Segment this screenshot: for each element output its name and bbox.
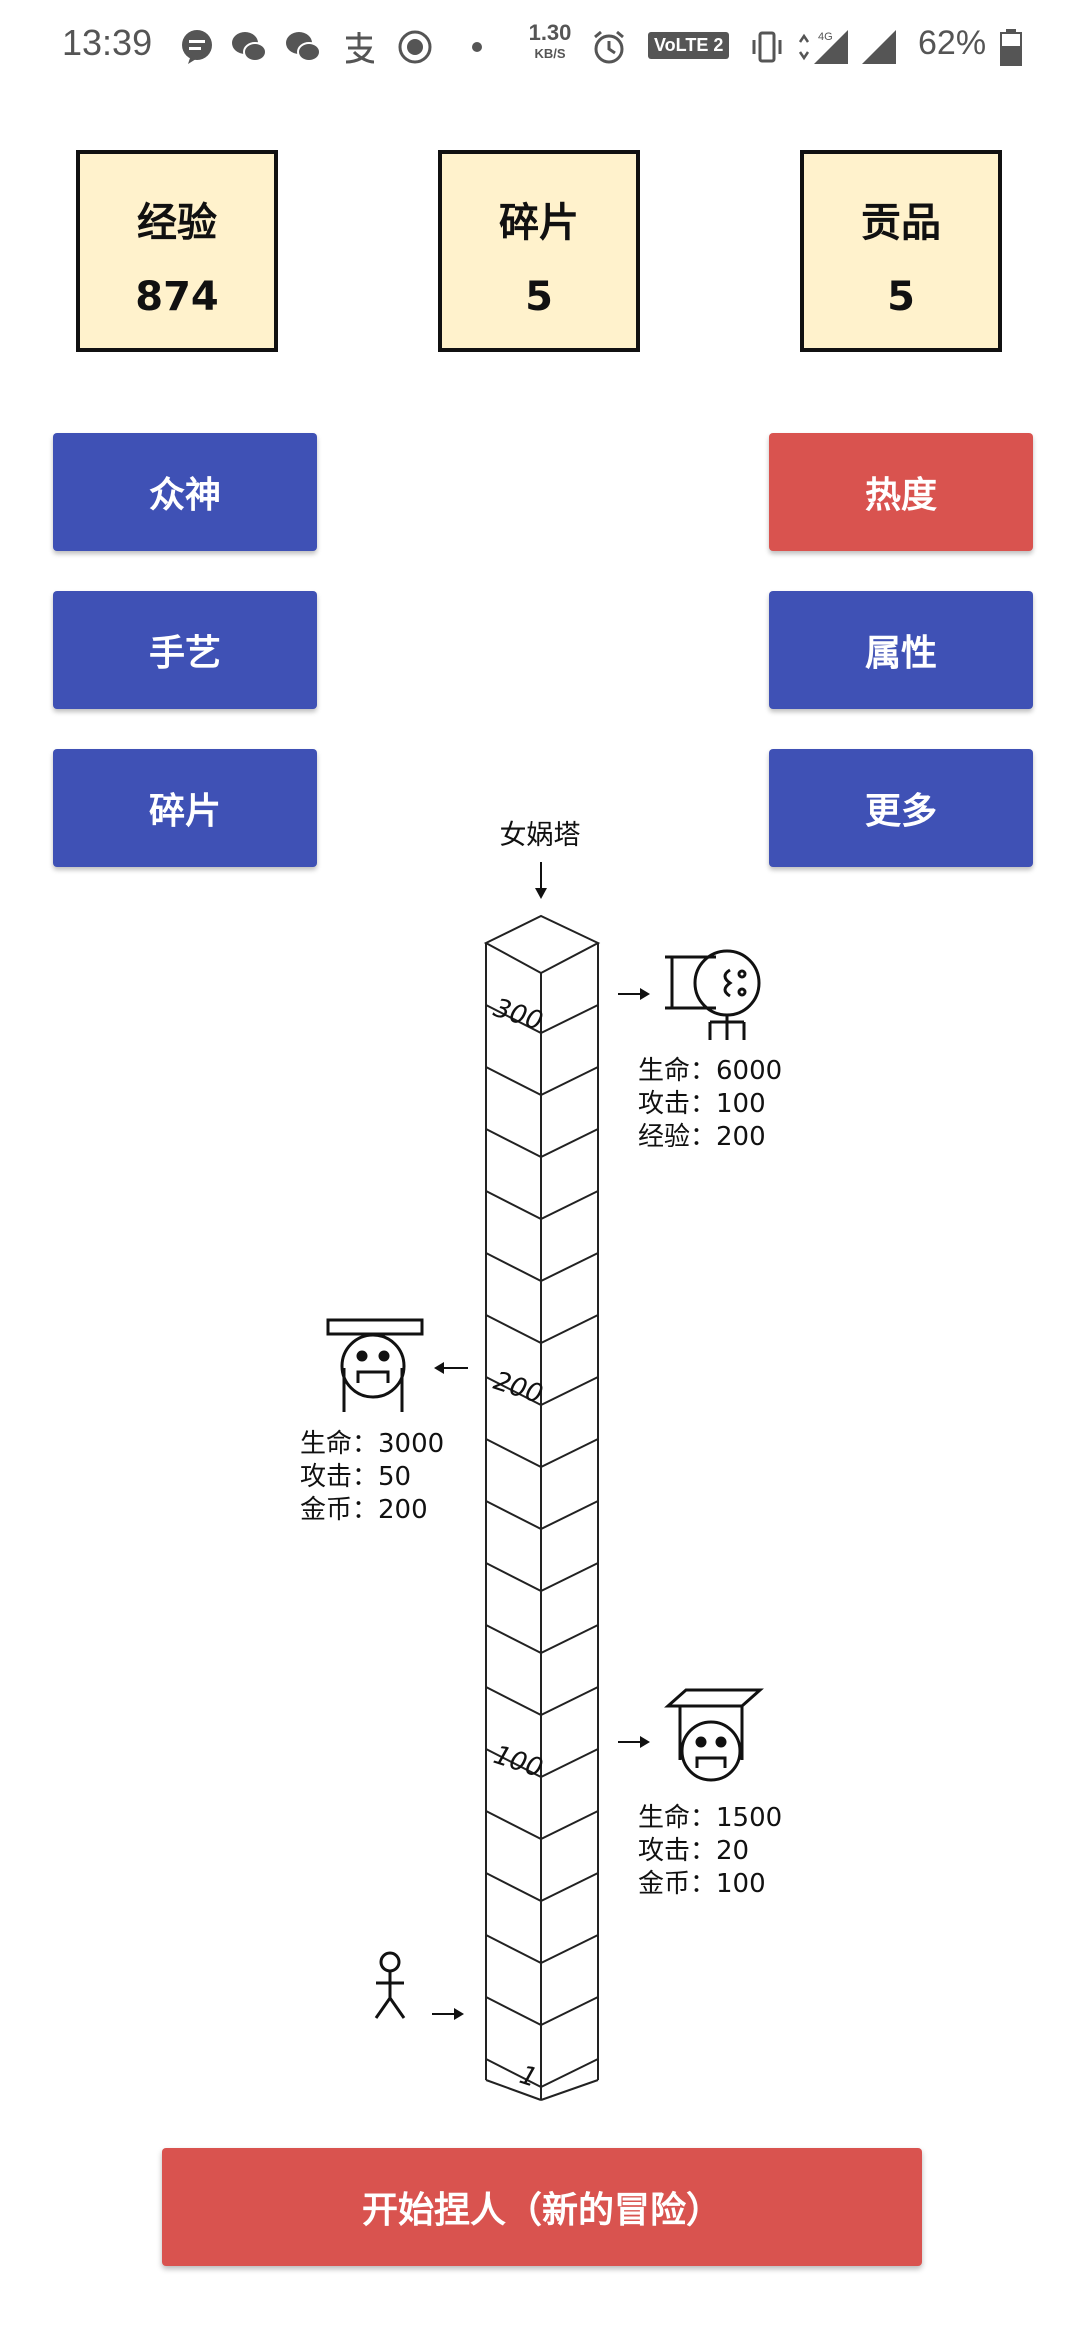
tower-floor-segment [485,1748,599,1779]
stat-fragments: 碎片 5 [438,150,640,352]
stat-line: 生命：6000 [638,1056,783,1086]
arrow-right-icon-2 [618,1736,650,1748]
boss-100-stats: 生命：1500 攻击：20 金币：100 [638,1802,782,1901]
stat-line: 攻击：100 [638,1089,766,1119]
gods-button[interactable]: 众神 [53,433,317,551]
stat-line: 经验：200 [638,1122,766,1152]
tower-floor-segment [485,1004,599,1035]
stat-line: 金币：100 [638,1869,766,1899]
stat-value: 5 [887,274,915,320]
tower-floor-segment [485,1500,599,1531]
stat-value: 5 [525,274,553,320]
start-adventure-button[interactable]: 开始捏人（新的冒险） [162,2148,922,2266]
message-icon [182,30,212,64]
arrow-left-icon [434,1362,468,1374]
tower-floor-segment [485,1996,599,2027]
stat-line: 生命：1500 [638,1803,783,1833]
stat-offerings: 贡品 5 [800,150,1002,352]
stat-line: 攻击：50 [300,1462,412,1492]
stat-label: 经验 [137,200,217,246]
tower-floor-segment [485,1934,599,1965]
nuwa-tower-diagram: 女娲塔 300 200 100 1 [326,820,764,2101]
floor-label-100: 100 [490,1740,546,1784]
tower-floor-segment [485,1686,599,1717]
status-bar: 13:39 1.30 KB/S VoLTE 2 [0,0,1080,96]
stat-label: 贡品 [861,200,941,246]
alarm-icon [594,30,624,64]
tower-floor-segment [485,1066,599,1097]
dot-icon [472,42,482,52]
boss-floor-300-icon [665,949,761,1040]
tower-floor-segment [485,1872,599,1903]
tower-floor-segment [485,1376,599,1407]
network-label: 4G [818,31,833,43]
vibrate-icon [752,31,782,63]
stat-value: 874 [135,274,219,320]
tower-floor-segment [485,1624,599,1655]
popularity-button[interactable]: 热度 [769,433,1033,551]
tower-floor-segment [485,1252,599,1283]
arrow-right-icon [618,988,650,1000]
boss-300-stats: 生命：6000 攻击：100 经验：200 [638,1055,782,1154]
boss-floor-200-icon [326,1318,424,1412]
tower-floor-segment [485,1562,599,1593]
tower-floor-segment [485,1190,599,1221]
record-icon [398,30,432,64]
floor-label-200: 200 [490,1366,546,1410]
tower-floor-segment [485,1810,599,1841]
wechat-icon-2 [286,32,321,62]
craft-button[interactable]: 手艺 [53,591,317,709]
floor-lines [485,1004,599,2089]
tower-floor-segment [485,1438,599,1469]
battery-percent: 62% [918,24,987,62]
volte-badge: VoLTE 2 [648,32,730,59]
tower-title: 女娲塔 [500,820,581,851]
boss-floor-100-icon [664,1688,764,1782]
status-time: 13:39 [62,22,153,63]
floor-label-1: 1 [516,2060,541,2094]
down-arrow-icon [535,862,547,899]
battery-icon [1000,29,1022,66]
more-button[interactable]: 更多 [769,749,1033,867]
signal-icon [862,30,896,64]
attributes-button[interactable]: 属性 [769,591,1033,709]
alipay-icon [345,32,375,64]
floor-label-300: 300 [490,993,546,1037]
stat-line: 生命：3000 [300,1429,445,1459]
stat-line: 金币：200 [300,1495,428,1525]
tower-floor-segment [485,1128,599,1159]
net-speed: 1.30 KB/S [528,20,572,61]
tower-floor-segment [485,2058,599,2089]
stat-line: 攻击：20 [638,1836,750,1866]
stat-experience: 经验 874 [76,150,278,352]
arrow-right-icon-3 [432,2008,464,2020]
boss-200-stats: 生命：3000 攻击：50 金币：200 [300,1428,444,1527]
tower [483,914,601,2101]
signal-4g-icon: 4G [798,30,848,64]
player-icon [374,1951,406,2019]
tower-floor-segment [485,1314,599,1345]
wechat-icon [232,32,267,62]
stat-label: 碎片 [499,200,579,246]
fragments-button[interactable]: 碎片 [53,749,317,867]
